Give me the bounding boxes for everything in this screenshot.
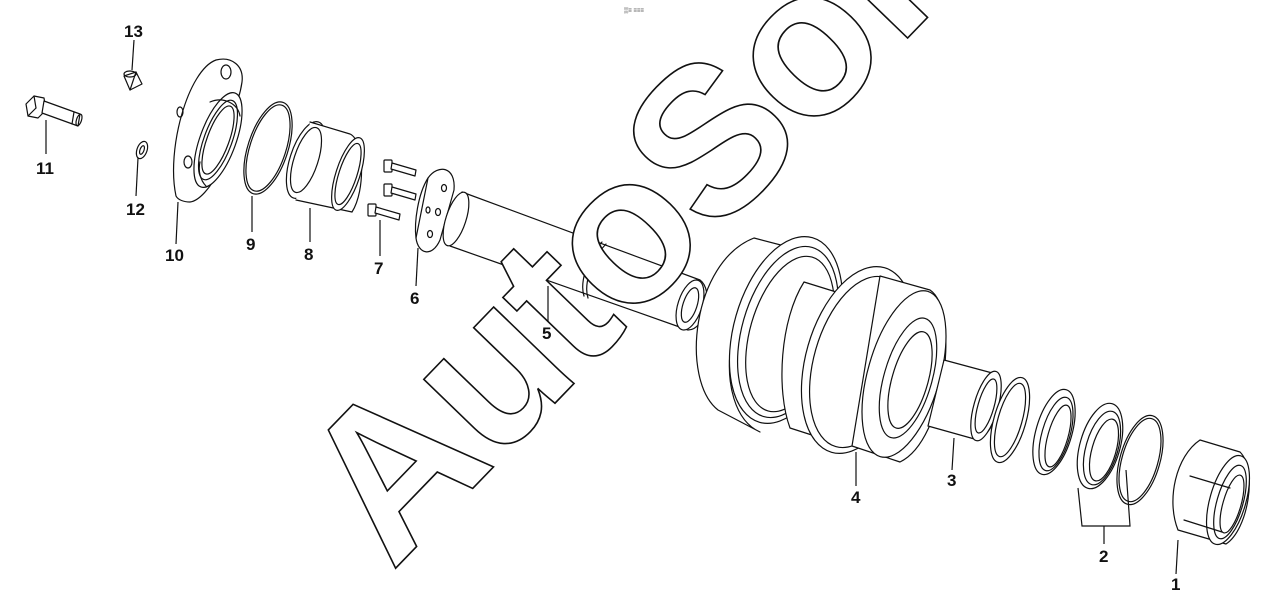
part-5-shaft [442, 191, 708, 331]
callout-10: 10 [165, 246, 184, 265]
callout-5: 5 [542, 324, 551, 343]
callout-11: 11 [36, 159, 54, 178]
part-6-plate [414, 168, 455, 253]
part-12-washer [135, 140, 149, 160]
callout-3: 3 [947, 471, 956, 490]
part-4-roller [695, 236, 947, 463]
callout-2: 2 [1099, 547, 1108, 566]
part-7-bolts [367, 159, 417, 221]
part-13-cap [123, 70, 143, 91]
callout-1: 1 [1171, 575, 1180, 594]
part-1-end-collar [1172, 439, 1251, 546]
part-11-hex-bolt [25, 95, 83, 127]
callout-8: 8 [304, 245, 313, 264]
header-mark: ▒≡ ≡≡≡ [624, 7, 644, 14]
part-9-o-ring [243, 101, 293, 195]
callout-13: 13 [124, 22, 143, 41]
part-10-flange [172, 58, 243, 203]
callout-12: 12 [126, 200, 145, 219]
callout-4: 4 [851, 488, 861, 507]
callout-9: 9 [246, 235, 255, 254]
leader-lines [45, 39, 1179, 575]
callout-6: 6 [410, 289, 419, 308]
callout-7: 7 [374, 259, 383, 278]
callouts: 1 2 3 4 5 6 7 8 9 10 11 12 13 [36, 22, 1180, 594]
part-8-bushing [285, 121, 365, 213]
part-2-seal-set [989, 376, 1164, 506]
